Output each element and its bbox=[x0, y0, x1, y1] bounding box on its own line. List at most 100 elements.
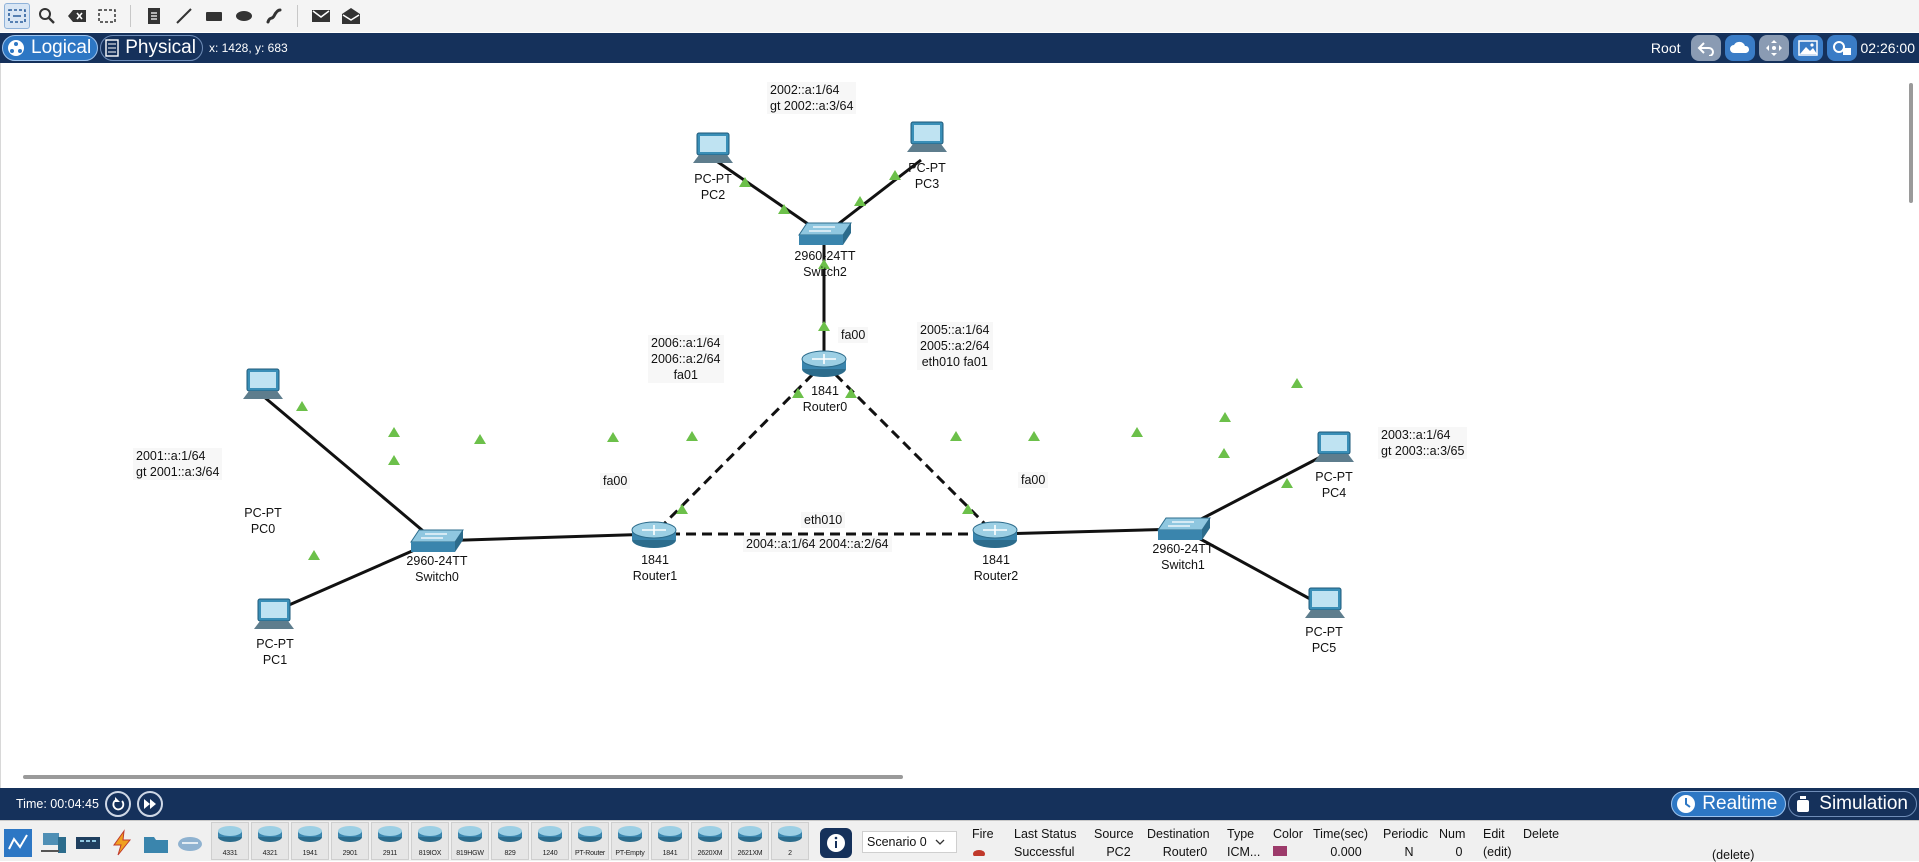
switch-icon[interactable] bbox=[410, 529, 464, 552]
pdu-delete-link[interactable]: (delete) bbox=[1712, 848, 1755, 862]
power-cycle-button[interactable] bbox=[104, 791, 131, 817]
fire-icon[interactable] bbox=[970, 845, 1012, 859]
pc-icon[interactable] bbox=[1314, 431, 1354, 462]
device-model-tile[interactable]: 1941 bbox=[291, 822, 329, 860]
select-icon[interactable] bbox=[4, 3, 30, 29]
device-model-tile[interactable]: 4321 bbox=[251, 822, 289, 860]
note-lan2[interactable]: 2002::a:1/64 gt 2002::a:3/64 bbox=[767, 82, 857, 114]
device-label-pc0[interactable]: PC-PT PC0 bbox=[239, 505, 287, 537]
device-model-tile[interactable]: PT-Router bbox=[571, 822, 609, 860]
device-type: 2960-24TT bbox=[794, 249, 856, 263]
link-up-icon bbox=[950, 431, 962, 441]
tab-logical[interactable]: Logical bbox=[2, 35, 99, 61]
link-up-icon bbox=[845, 388, 857, 398]
ellipse-icon[interactable] bbox=[231, 3, 257, 29]
note-r0-r2[interactable]: 2005::a:1/64 2005::a:2/64 eth010 fa01 bbox=[917, 322, 993, 370]
clock: 02:26:00 bbox=[1826, 35, 1915, 61]
network-devices-icon[interactable] bbox=[4, 829, 32, 857]
device-model-tile[interactable]: 1240 bbox=[531, 822, 569, 860]
device-type: 2960-24TT bbox=[1152, 542, 1214, 556]
viewport-button[interactable] bbox=[1826, 35, 1857, 61]
connections-icon[interactable] bbox=[108, 829, 136, 856]
note-line: 2003::a:1/64 bbox=[1381, 428, 1451, 442]
device-label-switch1[interactable]: 2960-24TT Switch1 bbox=[1147, 541, 1219, 573]
note-icon[interactable] bbox=[141, 3, 167, 29]
tab-realtime[interactable]: Realtime bbox=[1671, 791, 1787, 817]
draw-line-icon[interactable] bbox=[171, 3, 197, 29]
pc-icon[interactable] bbox=[693, 132, 733, 163]
link-switch1-pc5 bbox=[1181, 527, 1324, 608]
cluster-button[interactable] bbox=[1724, 35, 1755, 61]
end-devices-icon[interactable] bbox=[40, 829, 68, 855]
tab-logical-label: Logical bbox=[31, 37, 92, 58]
scenario-select[interactable]: Scenario 0 bbox=[862, 831, 957, 853]
miscellaneous-icon[interactable] bbox=[142, 829, 170, 855]
device-model-tile[interactable]: PT-Empty bbox=[611, 822, 649, 860]
back-button[interactable] bbox=[1690, 35, 1721, 61]
device-label-pc3[interactable]: PC-PT PC3 bbox=[903, 160, 951, 192]
vertical-scrollbar[interactable] bbox=[1909, 83, 1913, 203]
device-model-tile[interactable]: 2620XM bbox=[691, 822, 729, 860]
note-lan0[interactable]: 2001::a:1/64 gt 2001::a:3/64 bbox=[133, 448, 223, 480]
viewport-icon bbox=[1832, 41, 1851, 55]
pc-icon[interactable] bbox=[1305, 587, 1345, 618]
freeform-icon[interactable] bbox=[261, 3, 287, 29]
device-label-router0[interactable]: 1841 Router0 bbox=[799, 383, 851, 415]
device-label-router1[interactable]: 1841 Router1 bbox=[629, 552, 681, 584]
device-model-tile[interactable]: 2 bbox=[771, 822, 809, 860]
device-model-tile[interactable]: 829 bbox=[491, 822, 529, 860]
rectangle-icon[interactable] bbox=[201, 3, 227, 29]
router-icon[interactable] bbox=[631, 521, 677, 548]
device-model-tile[interactable]: 2911 bbox=[371, 822, 409, 860]
switch-icon[interactable] bbox=[798, 222, 852, 245]
pc-icon[interactable] bbox=[243, 368, 283, 399]
device-label-pc2[interactable]: PC-PT PC2 bbox=[689, 171, 737, 203]
pc-icon[interactable] bbox=[907, 121, 947, 152]
note-lan1[interactable]: 2003::a:1/64 gt 2003::a:3/65 bbox=[1378, 427, 1468, 459]
note-r0-r1[interactable]: 2006::a:1/64 2006::a:2/64 fa01 bbox=[648, 335, 724, 383]
add-complex-pdu-icon[interactable] bbox=[338, 3, 364, 29]
fast-forward-button[interactable] bbox=[136, 791, 163, 817]
logical-workspace[interactable]: PC-PT PC2 PC-PT PC3 2960-24TT Switch2 18… bbox=[0, 63, 1919, 788]
pdu-info-button[interactable] bbox=[820, 828, 852, 858]
device-label-switch2[interactable]: 2960-24TT Switch2 bbox=[789, 248, 861, 280]
horizontal-scrollbar[interactable] bbox=[23, 775, 903, 779]
inspect-icon[interactable] bbox=[34, 3, 60, 29]
link-up-icon bbox=[308, 550, 320, 560]
multiuser-icon[interactable] bbox=[176, 829, 204, 855]
pdu-periodic: N bbox=[1404, 845, 1414, 859]
device-label-router2[interactable]: 1841 Router2 bbox=[970, 552, 1022, 584]
device-label-pc5[interactable]: PC-PT PC5 bbox=[1300, 624, 1348, 656]
device-name: Router2 bbox=[973, 569, 1019, 583]
delete-icon[interactable] bbox=[64, 3, 90, 29]
device-label-pc4[interactable]: PC-PT PC4 bbox=[1310, 469, 1358, 501]
pdu-edit-link[interactable]: (edit) bbox=[1483, 845, 1512, 859]
router-icon[interactable] bbox=[972, 521, 1018, 548]
device-model-tile[interactable]: 2901 bbox=[331, 822, 369, 860]
reset-icon bbox=[112, 797, 125, 811]
tab-simulation[interactable]: Simulation bbox=[1788, 791, 1917, 817]
device-model-tile[interactable]: 4331 bbox=[211, 822, 249, 860]
link-up-icon bbox=[686, 431, 698, 441]
device-model-tile[interactable]: 1841 bbox=[651, 822, 689, 860]
pdu-table-row[interactable]: Successful PC2 Router0 ICM... 0.000 N 0 … bbox=[970, 843, 1571, 861]
device-type: PC-PT bbox=[244, 506, 282, 520]
device-model-tile[interactable]: 819HGW bbox=[451, 822, 489, 860]
add-simple-pdu-icon[interactable] bbox=[308, 3, 334, 29]
note-r1-r2[interactable]: 2004::a:1/64 2004::a:2/64 bbox=[743, 536, 892, 552]
components-icon[interactable] bbox=[74, 829, 102, 855]
pc-icon[interactable] bbox=[254, 598, 294, 629]
tab-physical[interactable]: Physical bbox=[100, 35, 203, 61]
device-model-tile[interactable]: 2621XM bbox=[731, 822, 769, 860]
view-bar-controls: Root 02:26:00 bbox=[1651, 35, 1915, 61]
device-label-switch0[interactable]: 2960-24TT Switch0 bbox=[401, 553, 473, 585]
device-label-pc1[interactable]: PC-PT PC1 bbox=[251, 636, 299, 668]
resize-icon[interactable] bbox=[94, 3, 120, 29]
router-icon[interactable] bbox=[801, 350, 847, 377]
device-model-tile[interactable]: 819IOX bbox=[411, 822, 449, 860]
set-background-button[interactable] bbox=[1792, 35, 1823, 61]
move-object-button[interactable] bbox=[1758, 35, 1789, 61]
device-model-label: 2 bbox=[788, 850, 792, 857]
pdu-column-header: Edit bbox=[1483, 827, 1505, 841]
switch-icon[interactable] bbox=[1157, 517, 1211, 540]
